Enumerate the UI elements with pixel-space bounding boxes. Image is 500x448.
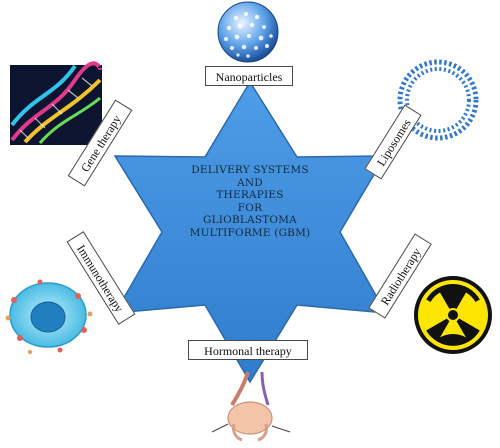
center-line: MULTIFORME (GBM) (189, 226, 311, 239)
center-line: DELIVERY SYSTEMS (191, 164, 309, 176)
center-line: THERAPIES (216, 189, 284, 201)
nanoparticle-sphere-icon (217, 1, 279, 63)
radiation-hazard-icon (414, 276, 492, 354)
center-line: GLIOBLASTOMA (203, 214, 297, 226)
immune-cell-icon (5, 279, 93, 355)
label-hormonal-therapy: Hormonal therapy (188, 340, 308, 360)
dna-helix-icon (10, 61, 102, 145)
center-line: FOR (237, 201, 263, 214)
liposome-icon (397, 59, 479, 141)
center-line: AND (237, 176, 263, 189)
gland-icon (211, 371, 291, 442)
label-nanoparticles: Nanoparticles (205, 66, 293, 86)
center-title: DELIVERY SYSTEMS AND THERAPIES FOR GLIOB… (175, 164, 325, 239)
